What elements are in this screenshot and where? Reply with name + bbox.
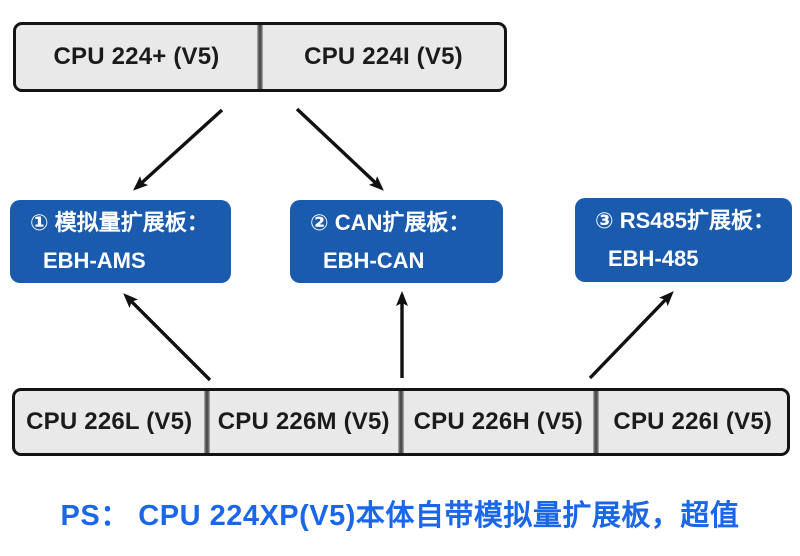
cpu-cell-226l: CPU 226L (V5) <box>15 391 204 453</box>
cpu-cell-226h: CPU 226H (V5) <box>404 391 593 453</box>
cpu-label: CPU 226M (V5) <box>217 408 390 435</box>
cpu-label: CPU 224I (V5) <box>304 43 463 70</box>
cpu-cell-226i: CPU 226I (V5) <box>599 391 788 453</box>
board-title: ③ RS485扩展板： <box>595 208 776 233</box>
board-model: EBH-AMS <box>43 248 146 273</box>
cell-divider <box>592 391 599 453</box>
cell-divider <box>203 391 210 453</box>
cell-divider <box>398 391 404 453</box>
board-title: ① 模拟量扩展板： <box>30 210 209 235</box>
board-model: EBH-485 <box>608 246 699 271</box>
cell-divider <box>257 25 263 89</box>
expansion-board-ams: ① 模拟量扩展板： EBH-AMS <box>10 200 231 283</box>
arrow-top-to-ams <box>133 108 224 191</box>
board-model: EBH-CAN <box>323 248 425 273</box>
cpu-group-224: CPU 224+ (V5) CPU 224I (V5) <box>13 22 507 92</box>
cpu-cell-224plus: CPU 224+ (V5) <box>16 25 257 89</box>
arrow-bottom-to-485 <box>588 291 674 380</box>
cpu-label: CPU 226L (V5) <box>26 408 193 435</box>
cpu-label: CPU 226I (V5) <box>613 408 773 435</box>
cpu-group-226: CPU 226L (V5) CPU 226M (V5) CPU 226H (V5… <box>12 388 790 456</box>
expansion-board-485: ③ RS485扩展板： EBH-485 <box>575 198 792 282</box>
board-title: ② CAN扩展板： <box>310 210 471 235</box>
arrow-bottom-to-ams <box>123 293 212 382</box>
cpu-cell-226m: CPU 226M (V5) <box>210 391 399 453</box>
arrow-top-to-can <box>295 107 384 191</box>
expansion-board-can: ② CAN扩展板： EBH-CAN <box>290 200 503 283</box>
cpu-cell-224i: CPU 224I (V5) <box>263 25 504 89</box>
cpu-label: CPU 224+ (V5) <box>53 43 220 70</box>
ps-note: PS： CPU 224XP(V5)本体自带模拟量扩展板，超值 <box>60 500 740 532</box>
cpu-label: CPU 226H (V5) <box>413 408 583 435</box>
